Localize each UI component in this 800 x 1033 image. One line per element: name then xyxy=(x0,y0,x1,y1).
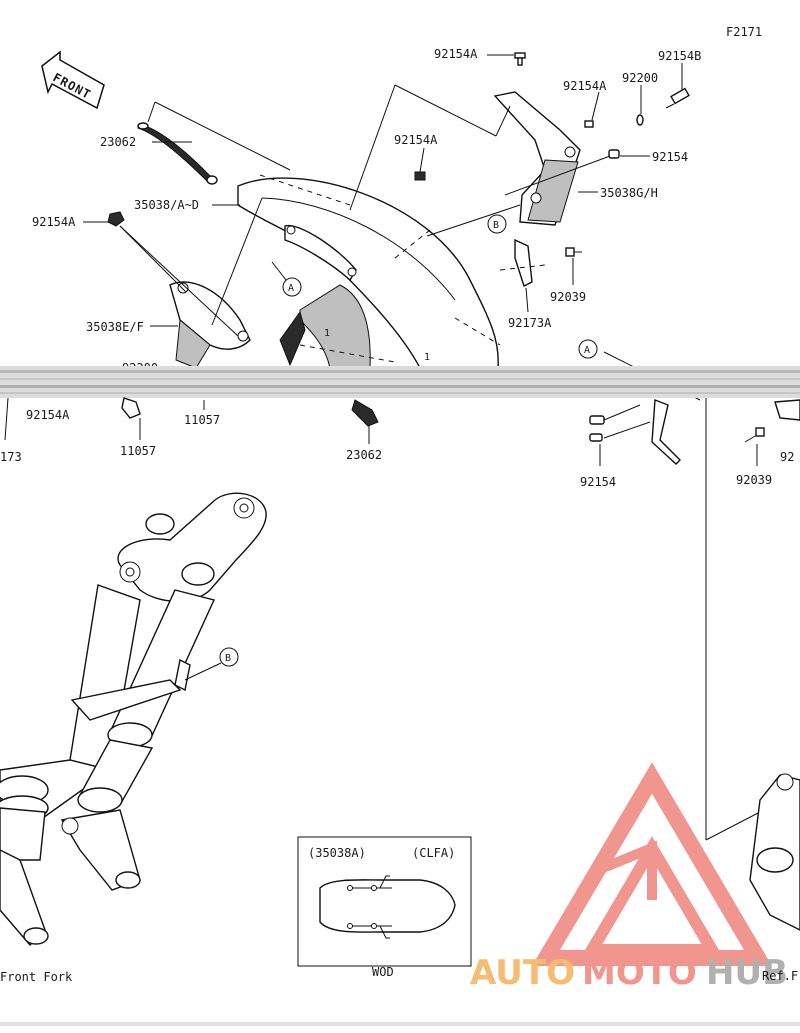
leader-lines-upper xyxy=(83,54,701,401)
marker-b-2-leader xyxy=(184,662,222,681)
label-11057-a: 11057 xyxy=(184,413,220,427)
watermark-auto: AUTO xyxy=(470,953,575,993)
bracket-35038ef xyxy=(169,281,251,369)
wire-92039-bottom xyxy=(744,427,765,443)
wire-92039-top xyxy=(565,247,582,257)
bolt-92154-right xyxy=(608,149,620,159)
inset-left-label: (35038A) xyxy=(308,846,366,860)
label-ref-edge: Ref.F xyxy=(762,969,798,983)
noise-band xyxy=(0,366,800,398)
watermark-hub: HUB xyxy=(706,953,788,993)
bolt-92154a-mid xyxy=(584,120,594,128)
label-92154a-left: 92154A xyxy=(32,215,76,229)
bolt-92154b xyxy=(665,87,690,109)
label-92154a-mid: 92154A xyxy=(563,79,607,93)
clip-92173a xyxy=(514,238,533,287)
svg-text:B: B xyxy=(493,220,499,231)
front-arrow-icon: FRONT xyxy=(41,50,105,110)
inset-caption: WOD xyxy=(372,965,394,979)
front-fork xyxy=(0,492,267,947)
label-92154a-center: 92154A xyxy=(394,133,438,147)
label-92154b: 92154B xyxy=(658,49,701,63)
watermark-moto: MOTO xyxy=(582,953,697,993)
clamp-23062-top xyxy=(137,122,218,185)
label-173-edge: 173 xyxy=(0,450,22,464)
clip-11057-a xyxy=(121,397,141,419)
bolt-92154a-left xyxy=(107,211,125,227)
figure-id: F2171 xyxy=(726,25,762,39)
svg-text:B: B xyxy=(225,653,231,664)
marker-b-2: B xyxy=(219,647,239,667)
bolt-92154-bottom xyxy=(589,404,651,442)
label-92039-top: 92039 xyxy=(550,290,586,304)
label-35038ef: 35038E/F xyxy=(86,320,144,334)
label-23062-top: 23062 xyxy=(100,135,136,149)
bottom-noise xyxy=(0,1022,800,1026)
label-35038gh: 35038G/H xyxy=(600,186,658,200)
dashed-lines-upper xyxy=(259,174,546,363)
bracket-35038gh xyxy=(493,91,581,226)
label-92154a-lower: 92154A xyxy=(26,408,70,422)
marker-a-2: A xyxy=(578,339,598,359)
label-92039-bottom: 92039 xyxy=(736,473,772,487)
marker-a-1-leader xyxy=(271,261,287,281)
clamp-23062-bottom xyxy=(351,399,379,427)
inset-box: (35038A) (CLFA) xyxy=(297,836,472,967)
label-92173a: 92173A xyxy=(508,316,552,330)
svg-text:A: A xyxy=(584,345,590,356)
fender-flap xyxy=(279,284,371,369)
marker-b-1: B xyxy=(487,214,507,234)
label-92-edge: 92 xyxy=(780,450,794,464)
fender-stay xyxy=(284,225,357,282)
label-11057-b: 11057 xyxy=(120,444,156,458)
bracket-lower-right xyxy=(651,399,681,465)
marker-one-1: 1 xyxy=(324,328,330,339)
washer-92200-top xyxy=(636,114,644,126)
bolt-92154a-center xyxy=(414,171,426,181)
marker-a-1: A xyxy=(282,277,302,297)
label-92154-right: 92154 xyxy=(652,150,688,164)
label-92154-bottom: 92154 xyxy=(580,475,616,489)
label-front-fork: Front Fork xyxy=(0,970,73,984)
bracket-right-edge xyxy=(774,399,800,421)
label-92200-top: 92200 xyxy=(622,71,658,85)
marker-one-2: 1 xyxy=(424,352,430,363)
label-35038ad: 35038/A~D xyxy=(134,198,199,212)
automotohub-logo: AUTO MOTO HUB xyxy=(470,762,788,993)
label-92154a-top: 92154A xyxy=(434,47,478,61)
leader-lines-lower xyxy=(4,397,761,841)
svg-text:A: A xyxy=(288,283,294,294)
front-fork-right-fragment xyxy=(749,773,800,931)
bolt-92154a-top xyxy=(514,52,526,66)
label-23062-bottom: 23062 xyxy=(346,448,382,462)
inset-right-label: (CLFA) xyxy=(412,846,455,860)
